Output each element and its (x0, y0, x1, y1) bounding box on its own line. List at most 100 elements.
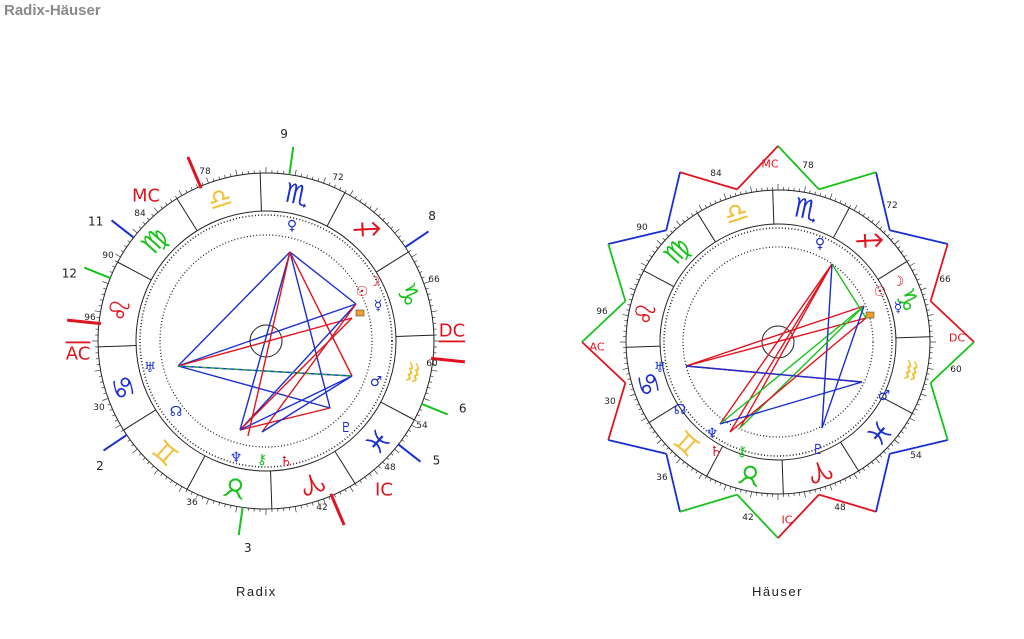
planet-uranus: ♅ (144, 360, 157, 376)
sign-glyph-2: ♏ (282, 178, 312, 213)
degree-tick (364, 202, 367, 206)
degree-tick (185, 189, 188, 193)
degree-tick (909, 262, 916, 267)
degree-tick (927, 368, 934, 370)
degree-tick (382, 217, 386, 221)
page-title: Radix-Häuser (4, 2, 101, 19)
aspect-line (719, 305, 865, 425)
planet-pluto: ♇ (812, 442, 825, 458)
degree-tick (709, 202, 712, 206)
degree-tick (734, 192, 737, 196)
degree-tick (634, 283, 638, 286)
degree-tick (750, 186, 752, 193)
inner-dotted-ring (663, 227, 893, 457)
degree-tick (334, 184, 336, 188)
angle-label-ac: AC (589, 341, 604, 354)
degree-tick (138, 453, 142, 456)
sign-glyph-9: ♊ (668, 423, 707, 462)
house-cusp-2 (102, 434, 128, 452)
sign-divider (334, 450, 356, 484)
degree-tick (102, 398, 109, 401)
degree-label: 48 (384, 463, 396, 473)
sign-glyph-6: ♓ (859, 413, 898, 452)
degree-tick (142, 457, 146, 461)
planet-venus: ♀ (287, 218, 297, 234)
degree-tick (146, 217, 150, 221)
degree-tick (883, 230, 886, 233)
aspect-line (685, 365, 863, 383)
degree-tick (201, 182, 204, 186)
degree-tick (390, 453, 394, 456)
degree-tick (714, 200, 717, 204)
degree-tick (109, 409, 113, 411)
degree-tick (714, 480, 717, 484)
house-number-5: 5 (433, 453, 441, 467)
angle-line-ic (329, 493, 346, 526)
degree-tick (674, 226, 677, 230)
aspect-line (177, 303, 357, 367)
degree-tick (638, 408, 642, 411)
aspect-line (239, 407, 331, 431)
degree-label: 78 (802, 161, 814, 171)
aspect-line (247, 251, 291, 437)
degree-label: 96 (596, 307, 608, 317)
degree-tick (858, 210, 861, 214)
degree-tick (900, 431, 904, 434)
degree-tick (311, 502, 314, 506)
house-star-edge (777, 493, 820, 539)
degree-tick (151, 213, 154, 217)
degree-tick (824, 194, 827, 198)
planet-chiron: ⚷ (257, 452, 267, 468)
degree-label: 42 (742, 513, 753, 523)
degree-tick (883, 451, 886, 454)
house-cusp-3 (237, 507, 244, 536)
aspect-line (739, 305, 865, 429)
degree-tick (430, 305, 434, 307)
planet-mond: ☽ (892, 274, 905, 290)
sign-glyph-8: ♉ (220, 469, 250, 504)
degree-tick (695, 210, 698, 214)
degree-tick (185, 489, 188, 493)
degree-tick (723, 193, 727, 200)
aspect-line (831, 263, 867, 319)
degree-tick (682, 219, 685, 223)
sign-divider (380, 401, 415, 421)
degree-tick (323, 498, 326, 505)
degree-tick (626, 309, 630, 311)
planet-sonne: ☉ (356, 284, 369, 300)
degree-tick (378, 213, 381, 217)
degree-tick (691, 213, 694, 217)
degree-tick (160, 473, 163, 476)
radix-wheel: ♎♏♐♑♒♓♈♉♊♋♌♍2356891112ACDCMCIC7872849096… (62, 127, 467, 555)
degree-label: 66 (428, 275, 440, 285)
degree-tick (875, 220, 880, 226)
degree-tick (101, 293, 105, 296)
degree-tick (206, 177, 209, 184)
degree-tick (142, 221, 146, 225)
degree-tick (686, 464, 689, 468)
aspect-line (821, 263, 833, 429)
degree-tick (655, 246, 659, 249)
aspect-line (821, 305, 865, 429)
degree-tick (924, 383, 928, 386)
degree-label: 36 (186, 498, 198, 508)
degree-tick (300, 505, 302, 509)
degree-tick (373, 469, 379, 475)
degree-tick (349, 190, 354, 196)
degree-tick (101, 386, 105, 389)
aspect-line (289, 251, 357, 305)
degree-tick (890, 443, 894, 446)
angle-label-dc: DC (439, 321, 465, 342)
degree-tick (918, 283, 922, 286)
marker (355, 309, 365, 317)
degree-tick (636, 278, 640, 281)
degree-tick (723, 484, 727, 491)
degree-tick (138, 226, 142, 229)
degree-tick (925, 304, 929, 306)
degree-tick (431, 369, 438, 372)
degree-tick (428, 381, 433, 383)
sign-glyph-4: ♑ (389, 279, 426, 312)
degree-tick (120, 429, 124, 432)
degree-tick (646, 259, 650, 262)
degree-tick (719, 198, 722, 202)
